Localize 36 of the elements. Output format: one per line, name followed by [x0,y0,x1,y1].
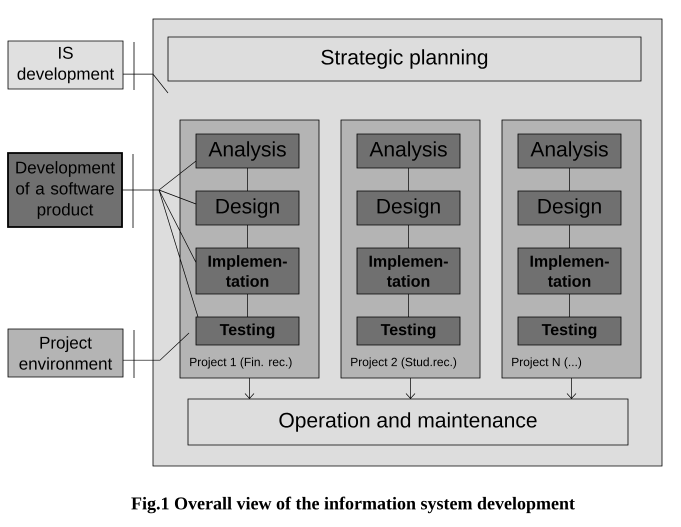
phase-box: Analysis [356,134,460,168]
label-box: Development of a software product [7,152,123,228]
connector-line [569,224,570,248]
connector-line [247,224,248,248]
connector-line [247,294,248,318]
phase-box: Testing [518,316,622,346]
phase-box: Design [196,190,300,226]
leader-line [158,160,196,190]
label-box: IS development [8,40,124,90]
phase-box: Implemen- tation [196,248,300,294]
leader-line [122,332,190,361]
connector-line [247,168,248,192]
connector-line [408,168,409,192]
connector-line [569,168,570,192]
connector-line [408,224,409,248]
phase-box: Testing [196,316,300,346]
phase-box: Design [356,190,460,226]
phase-box: Testing [356,316,460,346]
phase-box: Design [518,190,622,226]
caption: Fig.1 Overall view of the information system development [131,496,575,514]
connector-line [569,294,570,318]
phase-box: Implemen- tation [356,248,460,294]
process-box: Operation and maintenance [188,398,628,446]
label-box: Project environment [8,328,124,378]
leader-line [158,190,196,263]
arrow [244,378,254,399]
leader-line [122,74,168,94]
arrow [566,378,576,399]
phase-box: Implemen- tation [518,248,622,294]
arrow [406,378,416,399]
leader-line [158,190,196,204]
phase-box: Analysis [196,134,300,168]
connector-line [408,294,409,318]
phase-box: Analysis [518,134,622,168]
process-box: Strategic planning [168,36,642,82]
leader-line [158,190,198,318]
